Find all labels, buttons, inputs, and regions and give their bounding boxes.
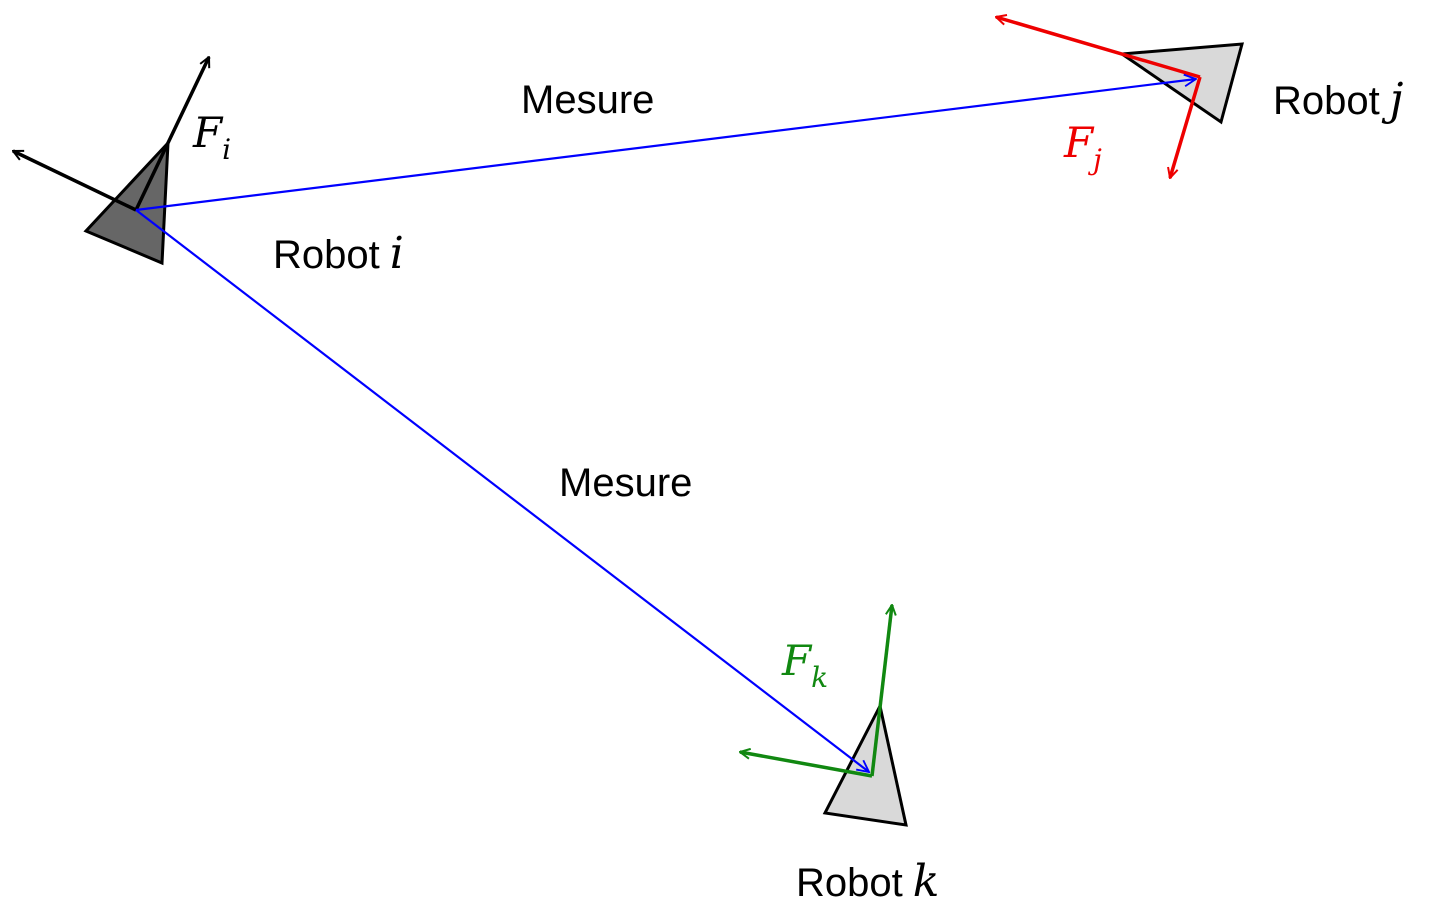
frame-i-label: Fi [193,112,231,164]
robot-i-label-var: i [389,228,404,279]
robot-j-label-var: j [1389,74,1404,125]
measure-i-to-j-label: Mesure [521,78,655,122]
frame-j-label: Fj [1064,122,1102,174]
robot-i-label: Robot i [273,232,404,276]
robot-j-label: Robot j [1273,78,1403,122]
frame-k-label: Fk [782,640,828,692]
robot-k-label-text: Robot [796,861,903,905]
frame-i-y-axis [134,57,211,211]
robot-j-label-text: Robot [1273,79,1380,123]
frame-j-subscript: j [1093,143,1102,176]
frame-i-x-axis [13,149,137,212]
measure-i-to-k-line [135,209,869,772]
frame-k-y-axis [870,605,892,777]
frame-k-subscript: k [811,661,829,694]
frame-j-symbol: F [1064,118,1094,167]
robot-j-body [1117,42,1245,125]
frame-j-x-axis [996,17,1201,79]
frame-i-symbol: F [193,108,223,157]
robot-k-label-var: k [912,856,940,907]
robot-i-label-text: Robot [273,233,380,277]
frame-k-x-axis [740,752,873,778]
frame-i-subscript: i [222,133,232,166]
robot-k-body [822,701,908,827]
frame-j-y-axis [1170,76,1202,178]
robot-k-label: Robot k [796,860,939,904]
measure-i-to-k-label: Mesure [559,461,693,505]
frame-k-symbol: F [782,636,812,685]
measure-i-to-j-line [135,79,1196,212]
robot-i-body [83,138,170,266]
